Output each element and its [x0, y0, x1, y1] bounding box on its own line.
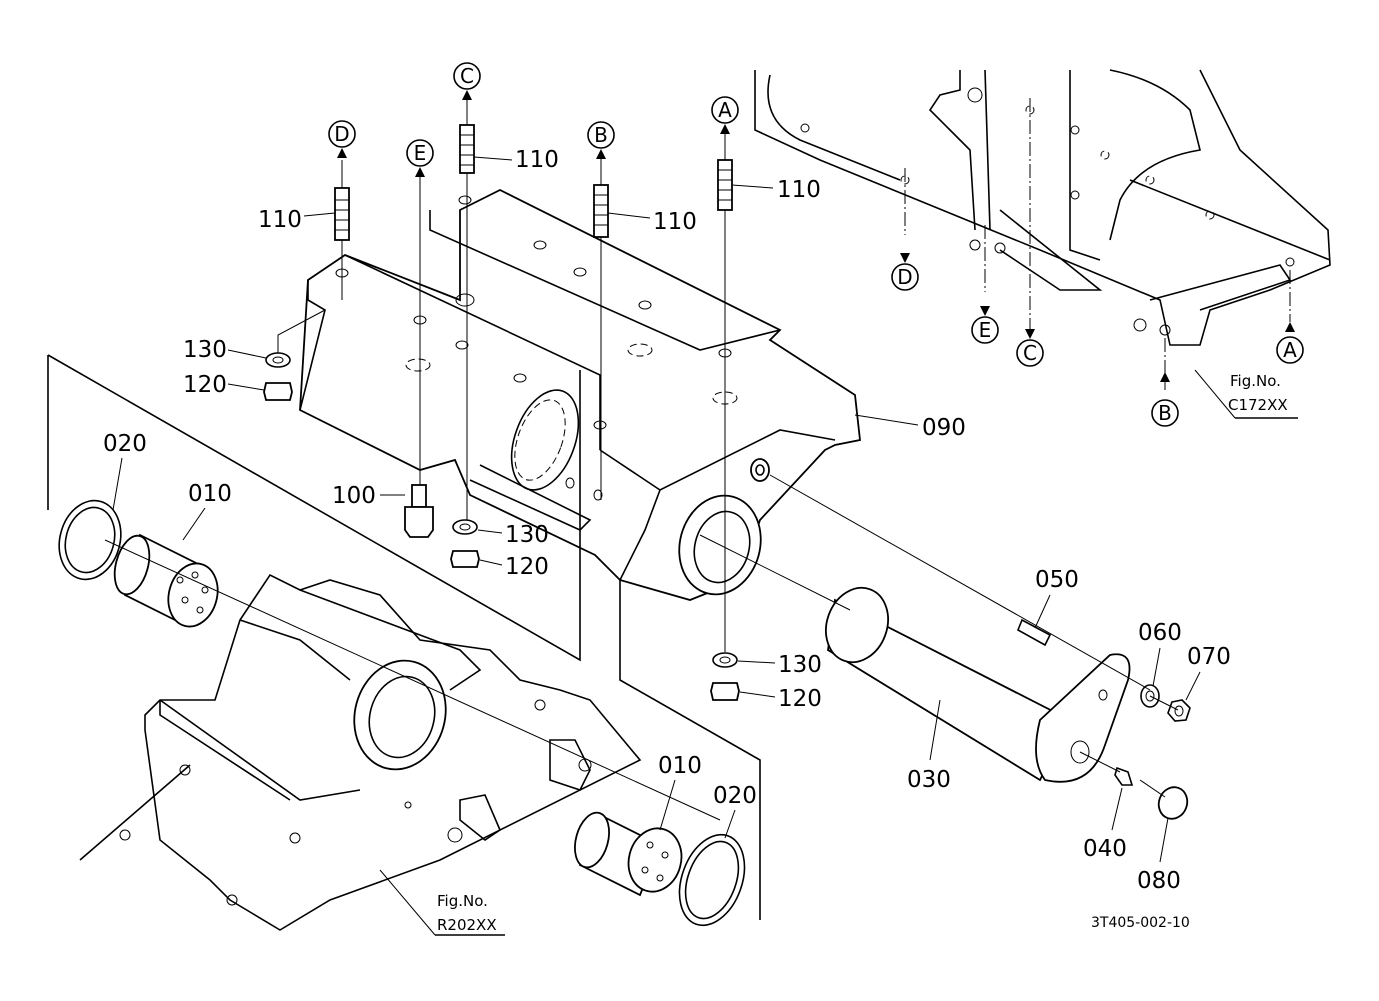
svg-text:Fig.No.: Fig.No.	[437, 892, 488, 910]
stud-bolt-050	[1016, 618, 1052, 647]
callout-100: 100	[332, 483, 376, 509]
callout-020: 020	[103, 431, 147, 457]
svg-text:B: B	[594, 123, 608, 147]
pivot-pin	[825, 586, 1131, 783]
callout-110: 110	[653, 209, 697, 235]
stud-110-A	[717, 159, 733, 211]
callout-040: 040	[1083, 836, 1127, 862]
callout-110: 110	[258, 207, 302, 233]
callout-050: 050	[1035, 567, 1079, 593]
callout-030: 030	[907, 767, 951, 793]
marker-D: D	[891, 253, 919, 291]
svg-text:E: E	[414, 141, 427, 165]
svg-text:B: B	[1158, 401, 1172, 425]
callout-090: 090	[922, 415, 966, 441]
callout-110: 110	[515, 147, 559, 173]
svg-text:A: A	[718, 98, 732, 122]
callout-120: 120	[183, 372, 227, 398]
svg-text:Fig.No.: Fig.No.	[1230, 372, 1281, 390]
figure-ref-r202xx: Fig.No. R202XX	[437, 892, 497, 934]
dust-seal-right	[678, 833, 746, 927]
cap-080	[1157, 786, 1189, 820]
svg-text:C: C	[1023, 341, 1037, 365]
stud-110-B	[593, 184, 609, 238]
callout-110: 110	[777, 177, 821, 203]
stud-110-D	[334, 187, 350, 241]
svg-text:E: E	[979, 318, 992, 342]
callout-130: 130	[183, 337, 227, 363]
marker-C: C	[1016, 329, 1044, 367]
marker-D: D	[328, 120, 356, 158]
callout-010: 010	[188, 481, 232, 507]
svg-text:C: C	[460, 64, 474, 88]
leader-lines	[112, 156, 1201, 863]
svg-text:C172XX: C172XX	[1228, 396, 1288, 414]
nut-070	[1167, 699, 1191, 722]
figure-ref-c172xx: Fig.No. C172XX	[1228, 372, 1288, 414]
stud-110-C	[459, 124, 475, 174]
marker-C: C	[453, 62, 481, 100]
nut-120-center	[450, 550, 480, 568]
marker-B: B	[587, 121, 615, 159]
callout-070: 070	[1187, 644, 1231, 670]
drawing-code: 3T405-002-10	[1091, 915, 1190, 931]
bushing-right	[574, 811, 683, 897]
svg-text:R202XX: R202XX	[437, 916, 497, 934]
marker-A: A	[1276, 322, 1304, 364]
dust-seal-left	[58, 499, 122, 581]
callout-120: 120	[778, 686, 822, 712]
washer-130-left	[265, 352, 291, 368]
bolt-100	[404, 484, 434, 538]
svg-text:A: A	[1283, 338, 1297, 362]
callout-020: 020	[713, 783, 757, 809]
callout-130: 130	[505, 522, 549, 548]
reference-markers: C D E B A D E	[328, 62, 1304, 427]
washer-130-right	[712, 652, 738, 668]
callout-080: 080	[1137, 868, 1181, 894]
svg-text:D: D	[334, 122, 349, 146]
callout-120: 120	[505, 554, 549, 580]
grease-nipple-040	[1114, 766, 1134, 786]
svg-text:D: D	[897, 265, 912, 289]
nut-120-left	[263, 382, 293, 401]
bushing-left	[113, 533, 219, 628]
callout-010: 010	[658, 753, 702, 779]
transmission-case	[754, 69, 1331, 390]
callout-130: 130	[778, 652, 822, 678]
washer-130-center	[452, 519, 478, 535]
callout-labels: 110 110 110 110 130 120 090 020 010 100 …	[103, 147, 1231, 894]
front-axle	[47, 354, 761, 936]
marker-B: B	[1151, 372, 1179, 427]
callout-060: 060	[1138, 620, 1182, 646]
marker-E: E	[406, 139, 434, 177]
lock-washer-060	[1140, 684, 1160, 708]
marker-A: A	[711, 96, 739, 134]
marker-E: E	[971, 306, 999, 344]
nut-120-right	[710, 682, 740, 701]
